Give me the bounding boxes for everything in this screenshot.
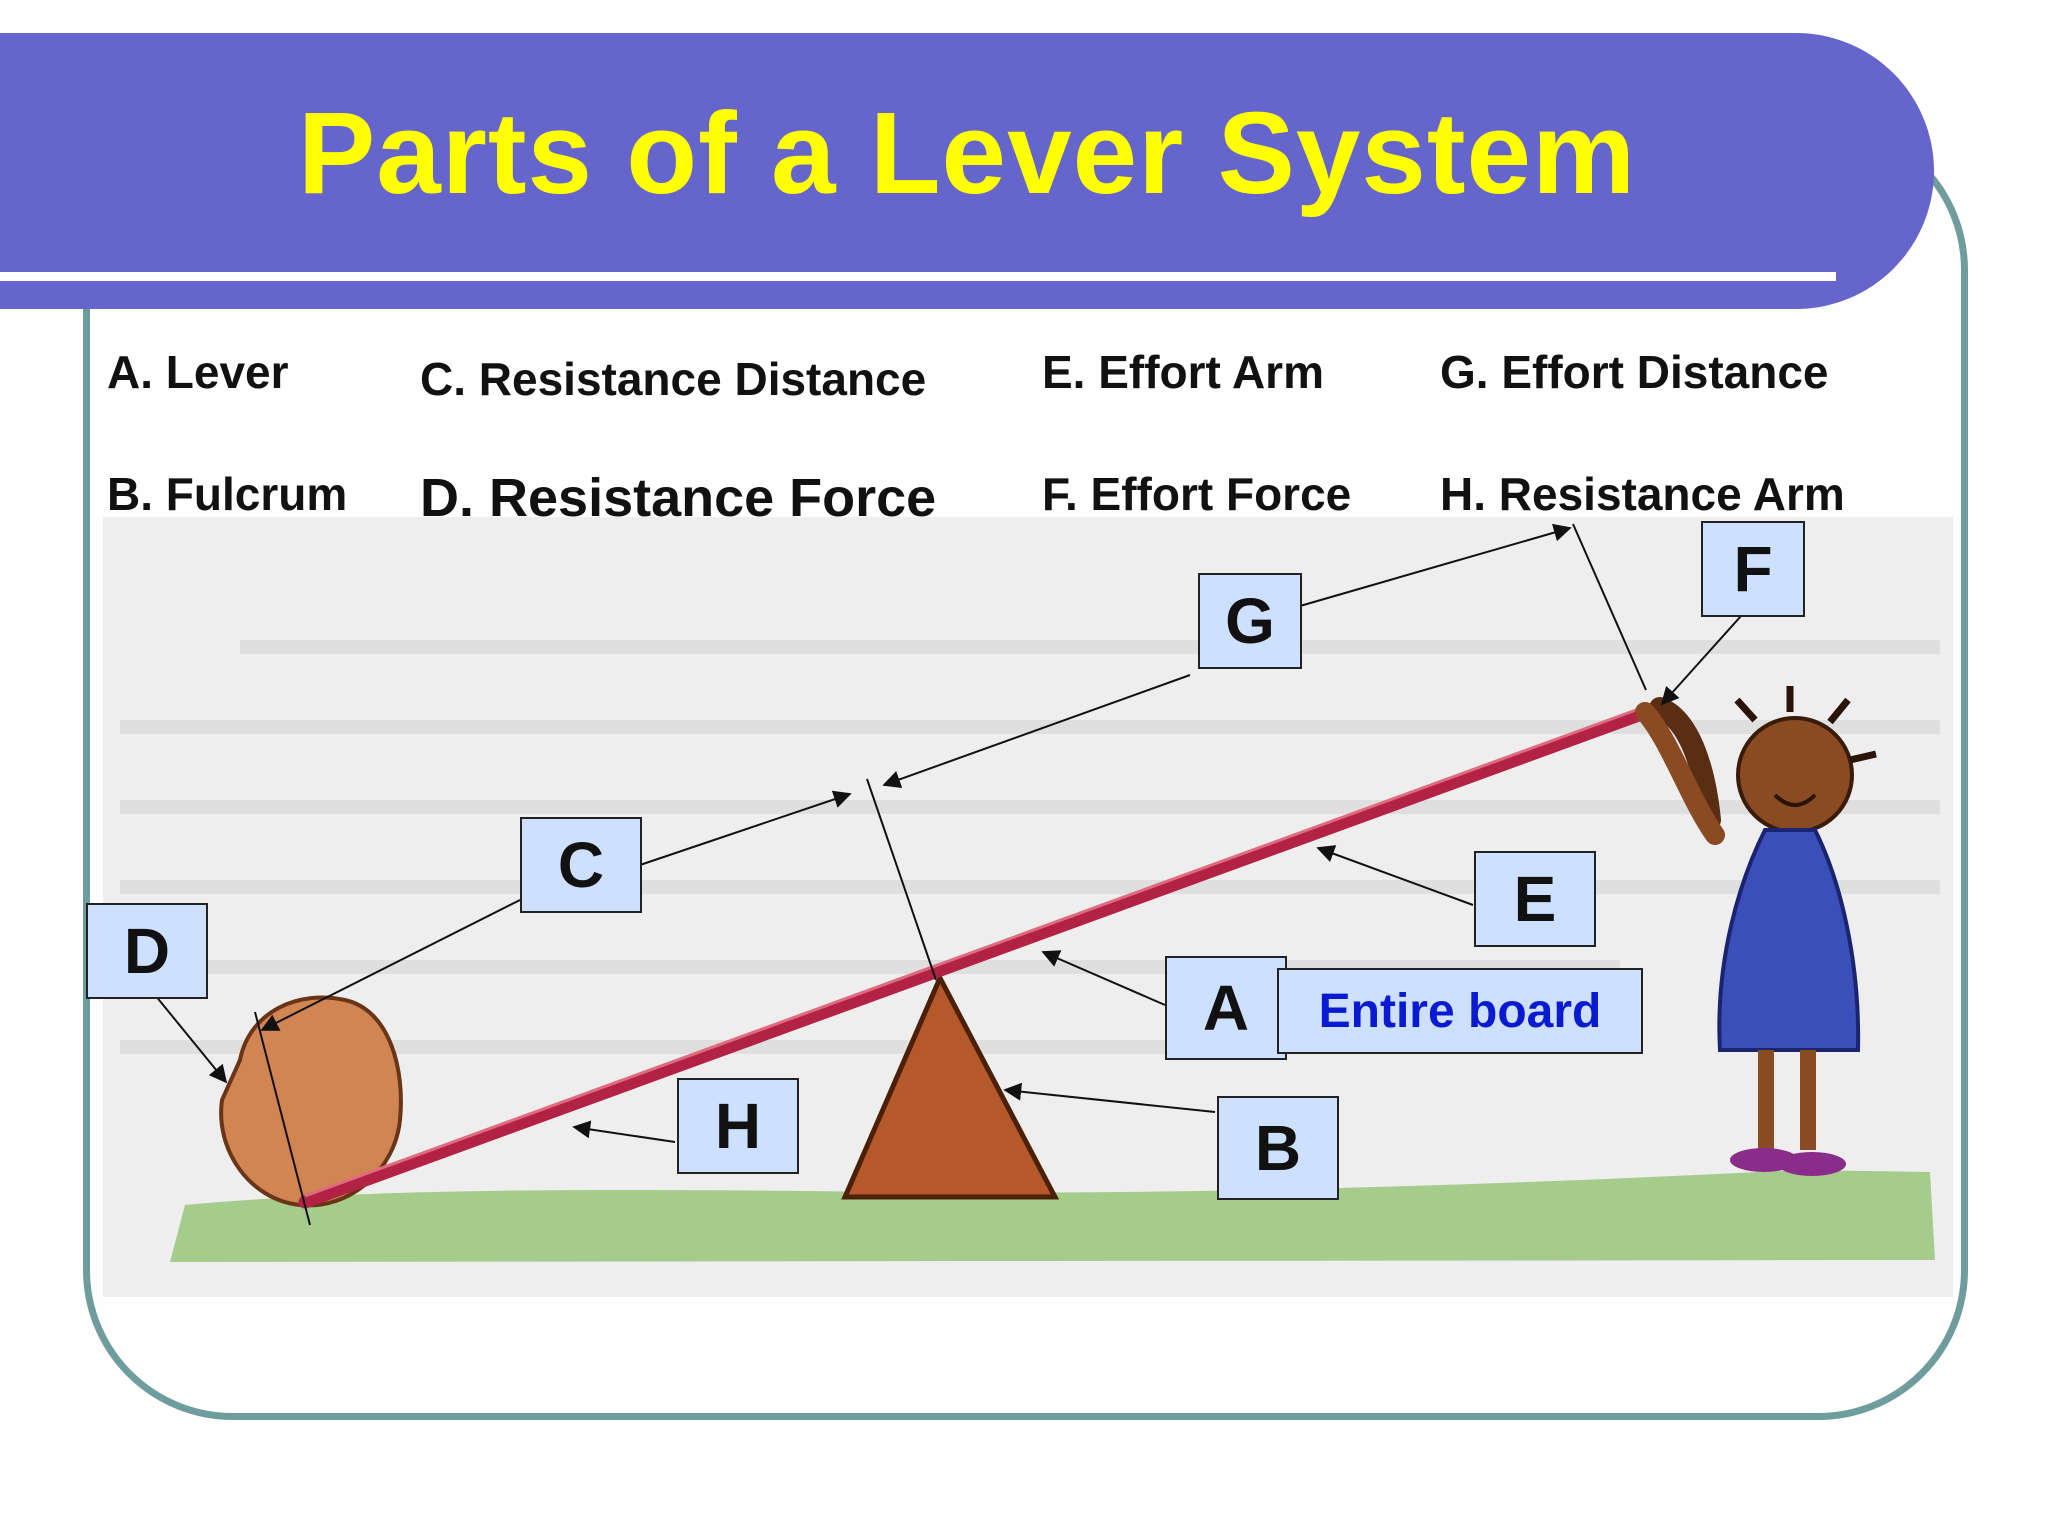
marker-a: A — [1165, 956, 1287, 1060]
fulcrum-pointer-arrow — [1003, 1082, 1216, 1113]
legend-resistance-arm: H. Resistance Arm — [1440, 468, 1845, 520]
effort-distance-arrow-right — [1299, 523, 1572, 607]
resistance-distance-arrow-right — [639, 790, 852, 866]
effort-extension-line — [1572, 523, 1647, 691]
fulcrum-triangle — [841, 972, 1060, 1200]
legend-fulcrum: B. Fulcrum — [107, 468, 348, 520]
effort-force-pointer-arrow — [1660, 605, 1751, 706]
legend-lever: A. Lever — [107, 346, 289, 398]
slide-title: Parts of a Lever System — [297, 88, 1637, 218]
legend-effort-force: F. Effort Force — [1042, 468, 1352, 520]
resistance-distance-arrow-left — [260, 899, 521, 1031]
legend-effort-distance: G. Effort Distance — [1440, 346, 1829, 398]
marker-e: E — [1474, 851, 1596, 947]
rock — [219, 995, 403, 1208]
title-divider — [0, 272, 1836, 281]
lever-note: Entire board — [1277, 968, 1643, 1054]
effort-distance-arrow-left — [882, 674, 1191, 788]
marker-h: H — [677, 1078, 799, 1174]
effort-arm-pointer-arrow — [1316, 845, 1474, 906]
resistance-arm-pointer-arrow — [572, 1120, 676, 1143]
marker-d: D — [86, 903, 208, 999]
marker-g: G — [1198, 573, 1302, 669]
marker-c: C — [520, 817, 642, 913]
marker-b: B — [1217, 1096, 1339, 1200]
title-bar — [0, 33, 1934, 309]
marker-f: F — [1701, 521, 1805, 617]
lever-board-highlight — [304, 700, 1659, 1198]
resistance-extension-line — [254, 1011, 311, 1226]
ground-grass — [170, 1170, 1935, 1262]
girl-figure — [1635, 686, 1877, 1176]
legend-effort-arm: E. Effort Arm — [1042, 346, 1324, 398]
lever-board — [298, 701, 1665, 1209]
lever-pointer-arrow — [1041, 950, 1166, 1006]
fulcrum-extension-line — [866, 778, 937, 981]
rock-pointer-arrow — [154, 994, 228, 1084]
legend-resistance-distance: C. Resistance Distance — [420, 353, 927, 405]
